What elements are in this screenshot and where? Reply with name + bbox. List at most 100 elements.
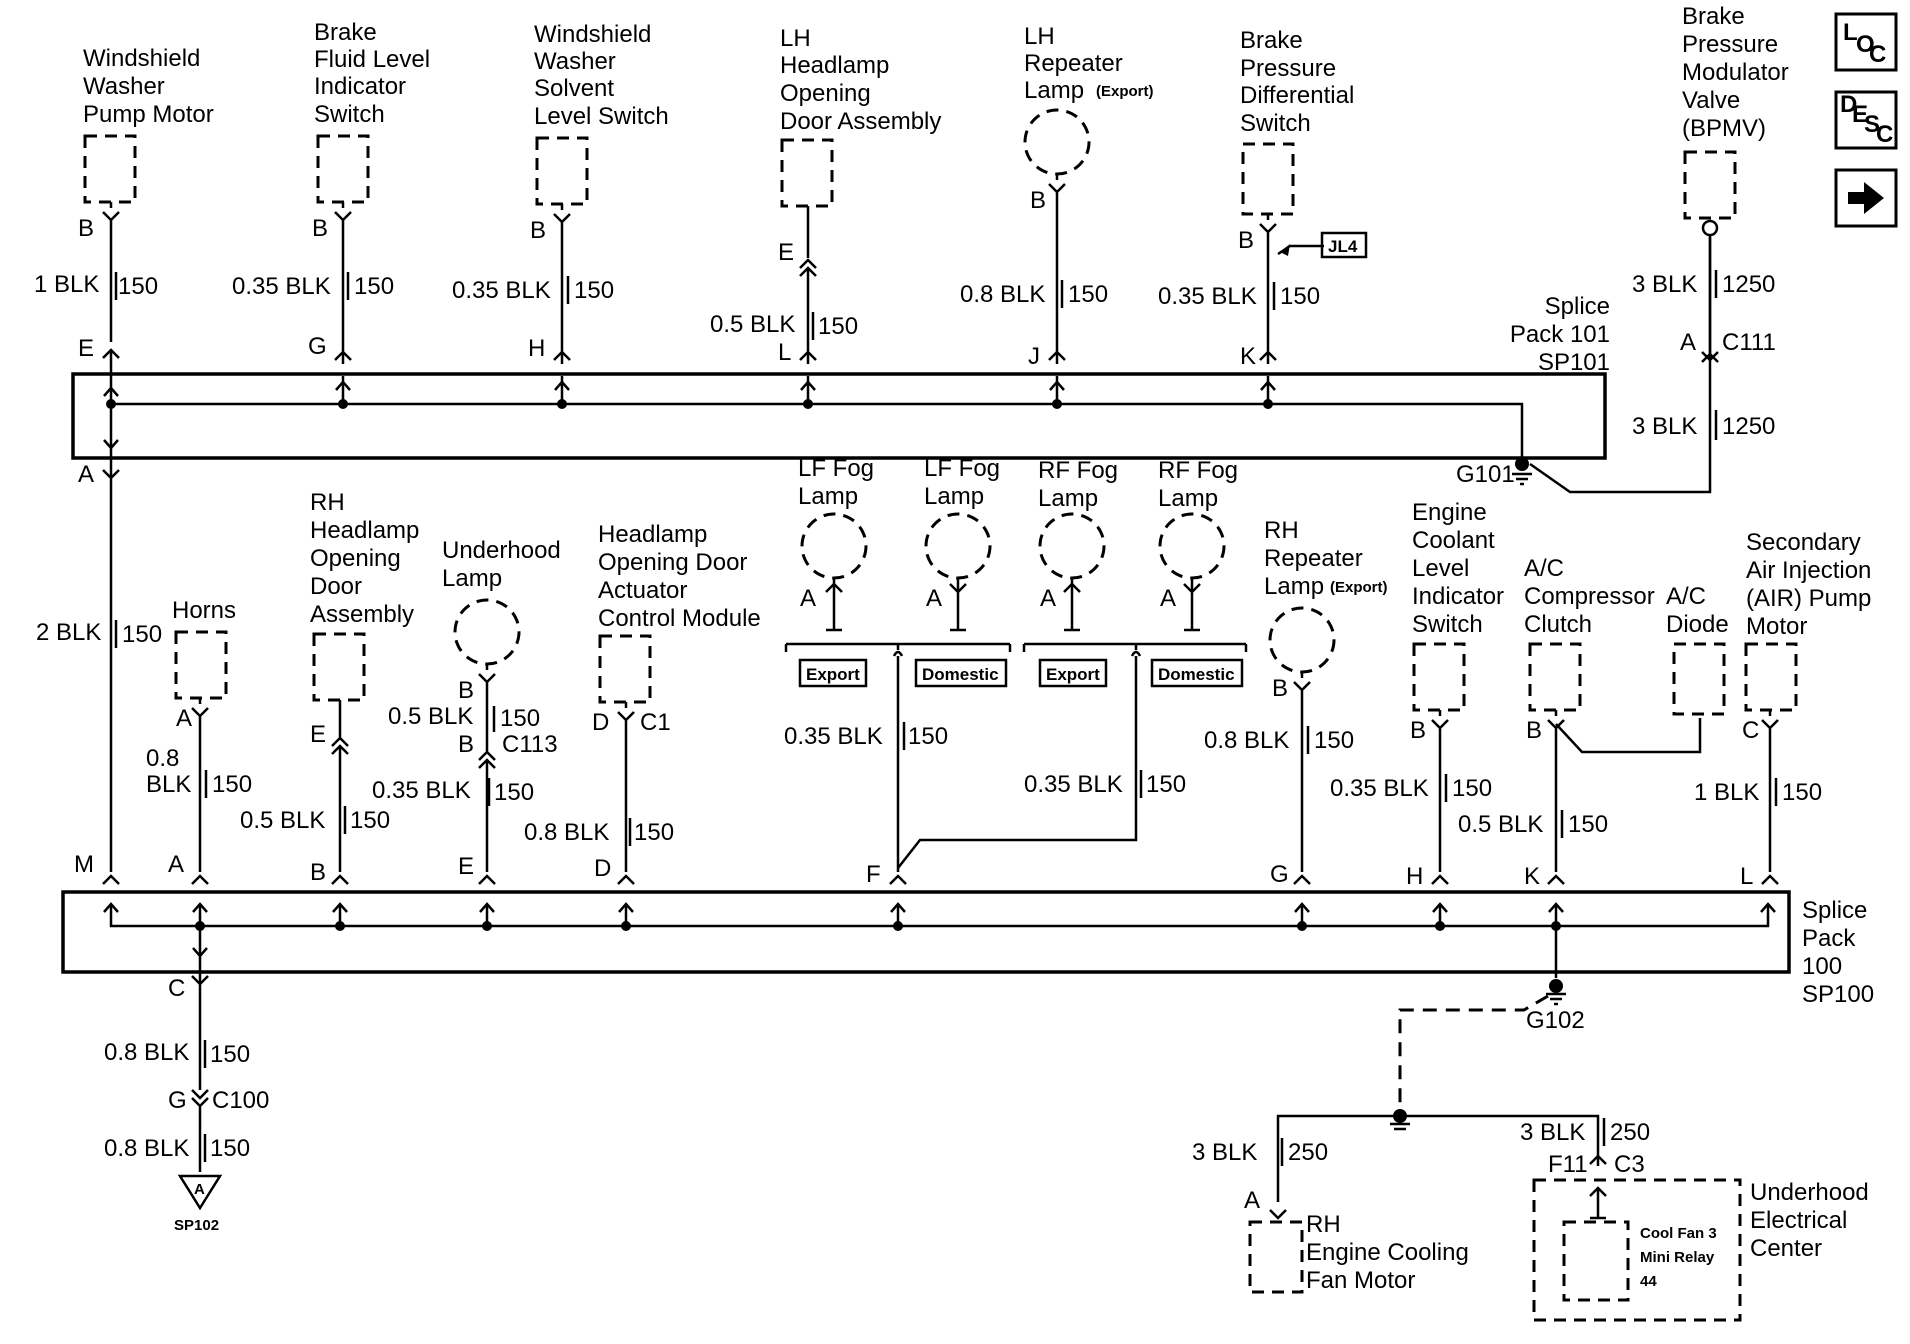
loc-button[interactable]: L O C [1834,12,1898,72]
svg-text:Repeater: Repeater [1264,545,1363,572]
svg-text:A: A [926,585,942,612]
desc-button[interactable]: D E S C [1834,90,1898,150]
svg-text:150: 150 [354,273,394,300]
sp102-splice-icon: A [177,1174,223,1211]
next-page-button[interactable] [1834,168,1898,228]
svg-text:3 BLK: 3 BLK [1520,1119,1585,1146]
svg-text:Domestic: Domestic [922,665,999,684]
splice-pack-101-label: Splice Pack 101 SP101 [1510,293,1610,376]
svg-text:Center: Center [1750,1235,1822,1262]
svg-text:0.5 BLK: 0.5 BLK [1458,811,1543,838]
svg-text:A: A [194,1181,205,1198]
splice-pack-100-label: Splice Pack 100 SP100 [1802,897,1874,1008]
rh-engine-cooling-fan-motor: RH Engine Cooling Fan Motor [1248,1211,1469,1294]
rh-headlamp-opening-door-assembly: RH Headlamp Opening Door Assembly [310,489,419,702]
svg-text:0.8 BLK: 0.8 BLK [1204,727,1289,754]
svg-text:1250: 1250 [1722,413,1775,440]
svg-text:Pump Motor: Pump Motor [83,101,214,128]
svg-text:Assembly: Assembly [310,601,414,628]
svg-text:Indicator: Indicator [1412,583,1504,610]
svg-text:0.5 BLK: 0.5 BLK [388,703,473,730]
svg-text:150: 150 [122,621,162,648]
svg-text:Motor: Motor [1746,613,1807,640]
svg-text:150: 150 [500,705,540,732]
svg-text:1 BLK: 1 BLK [34,271,99,298]
svg-text:150: 150 [1452,775,1492,802]
svg-text:K: K [1240,343,1256,370]
svg-text:G: G [168,1087,187,1114]
svg-text:SP102: SP102 [174,1217,219,1234]
svg-text:(Export): (Export) [1096,83,1154,100]
svg-text:(AIR) Pump: (AIR) Pump [1746,585,1871,612]
svg-text:Control Module: Control Module [598,605,761,632]
svg-text:Mini Relay: Mini Relay [1640,1249,1715,1266]
g101-ground-icon [1512,457,1532,486]
svg-text:150: 150 [1068,281,1108,308]
svg-text:G: G [1270,861,1289,888]
lf-fog-lamp-export: LF Fog Lamp [798,455,874,580]
svg-text:E: E [458,853,474,880]
svg-text:Washer: Washer [83,73,165,100]
splice-pack-100 [61,890,1791,974]
svg-text:150: 150 [634,819,674,846]
svg-text:Coolant: Coolant [1412,527,1495,554]
svg-text:250: 250 [1288,1139,1328,1166]
svg-text:Door Assembly: Door Assembly [780,108,941,135]
headlamp-opening-door-actuator-control-module: Headlamp Opening Door Actuator Control M… [598,521,761,704]
svg-text:LF Fog: LF Fog [798,455,874,482]
svg-text:150: 150 [118,273,158,300]
svg-text:Underhood: Underhood [1750,1179,1869,1206]
svg-text:150: 150 [1568,811,1608,838]
svg-text:Opening: Opening [780,80,871,107]
svg-text:Switch: Switch [314,101,385,128]
svg-text:B: B [530,217,546,244]
svg-text:JL4: JL4 [1328,237,1358,256]
lf-fog-lamp-domestic: LF Fog Lamp [924,455,1000,580]
svg-text:Underhood: Underhood [442,537,561,564]
svg-text:Clutch: Clutch [1524,611,1592,638]
svg-text:H: H [528,335,545,362]
svg-text:B: B [458,731,474,758]
svg-text:44: 44 [1640,1273,1657,1290]
svg-text:Diode: Diode [1666,611,1729,638]
svg-text:Level: Level [1412,555,1469,582]
brake-pressure-differential-switch: Brake Pressure Differential Switch [1240,27,1354,216]
svg-text:0.8 BLK: 0.8 BLK [104,1039,189,1066]
svg-text:Brake: Brake [314,19,377,46]
svg-text:Switch: Switch [1412,611,1483,638]
svg-text:Switch: Switch [1240,110,1311,137]
svg-text:0.8 BLK: 0.8 BLK [104,1135,189,1162]
svg-text:C: C [1869,41,1886,68]
svg-text:C100: C100 [212,1087,269,1114]
svg-text:C1: C1 [640,709,671,736]
underhood-electrical-center: Underhood Electrical Center [1532,1178,1869,1322]
ac-compressor-clutch: A/C Compressor Clutch [1524,555,1655,712]
ac-diode: A/C Diode [1666,583,1729,716]
secondary-air-injection-pump-motor: Secondary Air Injection (AIR) Pump Motor [1744,529,1871,712]
svg-text:B: B [458,677,474,704]
svg-text:0.35 BLK: 0.35 BLK [232,273,331,300]
svg-text:J: J [1028,343,1040,370]
svg-text:Door: Door [310,573,362,600]
splice-pack-101 [71,372,1607,460]
svg-text:Splice: Splice [1545,293,1610,320]
svg-text:Air Injection: Air Injection [1746,557,1871,584]
svg-text:E: E [310,721,326,748]
svg-text:Windshield: Windshield [83,45,200,72]
export-tag-left [798,658,868,688]
svg-text:Pressure: Pressure [1240,55,1336,82]
svg-text:Secondary: Secondary [1746,529,1861,556]
svg-text:Actuator: Actuator [598,577,687,604]
horns: Horns [172,597,236,700]
svg-text:Export: Export [1046,665,1100,684]
svg-text:Pack 101: Pack 101 [1510,321,1610,348]
svg-text:150: 150 [210,1041,250,1068]
svg-text:D: D [592,709,609,736]
svg-text:B: B [78,215,94,242]
svg-text:0.5 BLK: 0.5 BLK [240,807,325,834]
svg-text:SP100: SP100 [1802,981,1874,1008]
svg-text:A: A [1244,1187,1260,1214]
svg-text:Washer: Washer [534,48,616,75]
svg-text:Solvent: Solvent [534,75,614,102]
svg-text:BLK: BLK [146,771,191,798]
